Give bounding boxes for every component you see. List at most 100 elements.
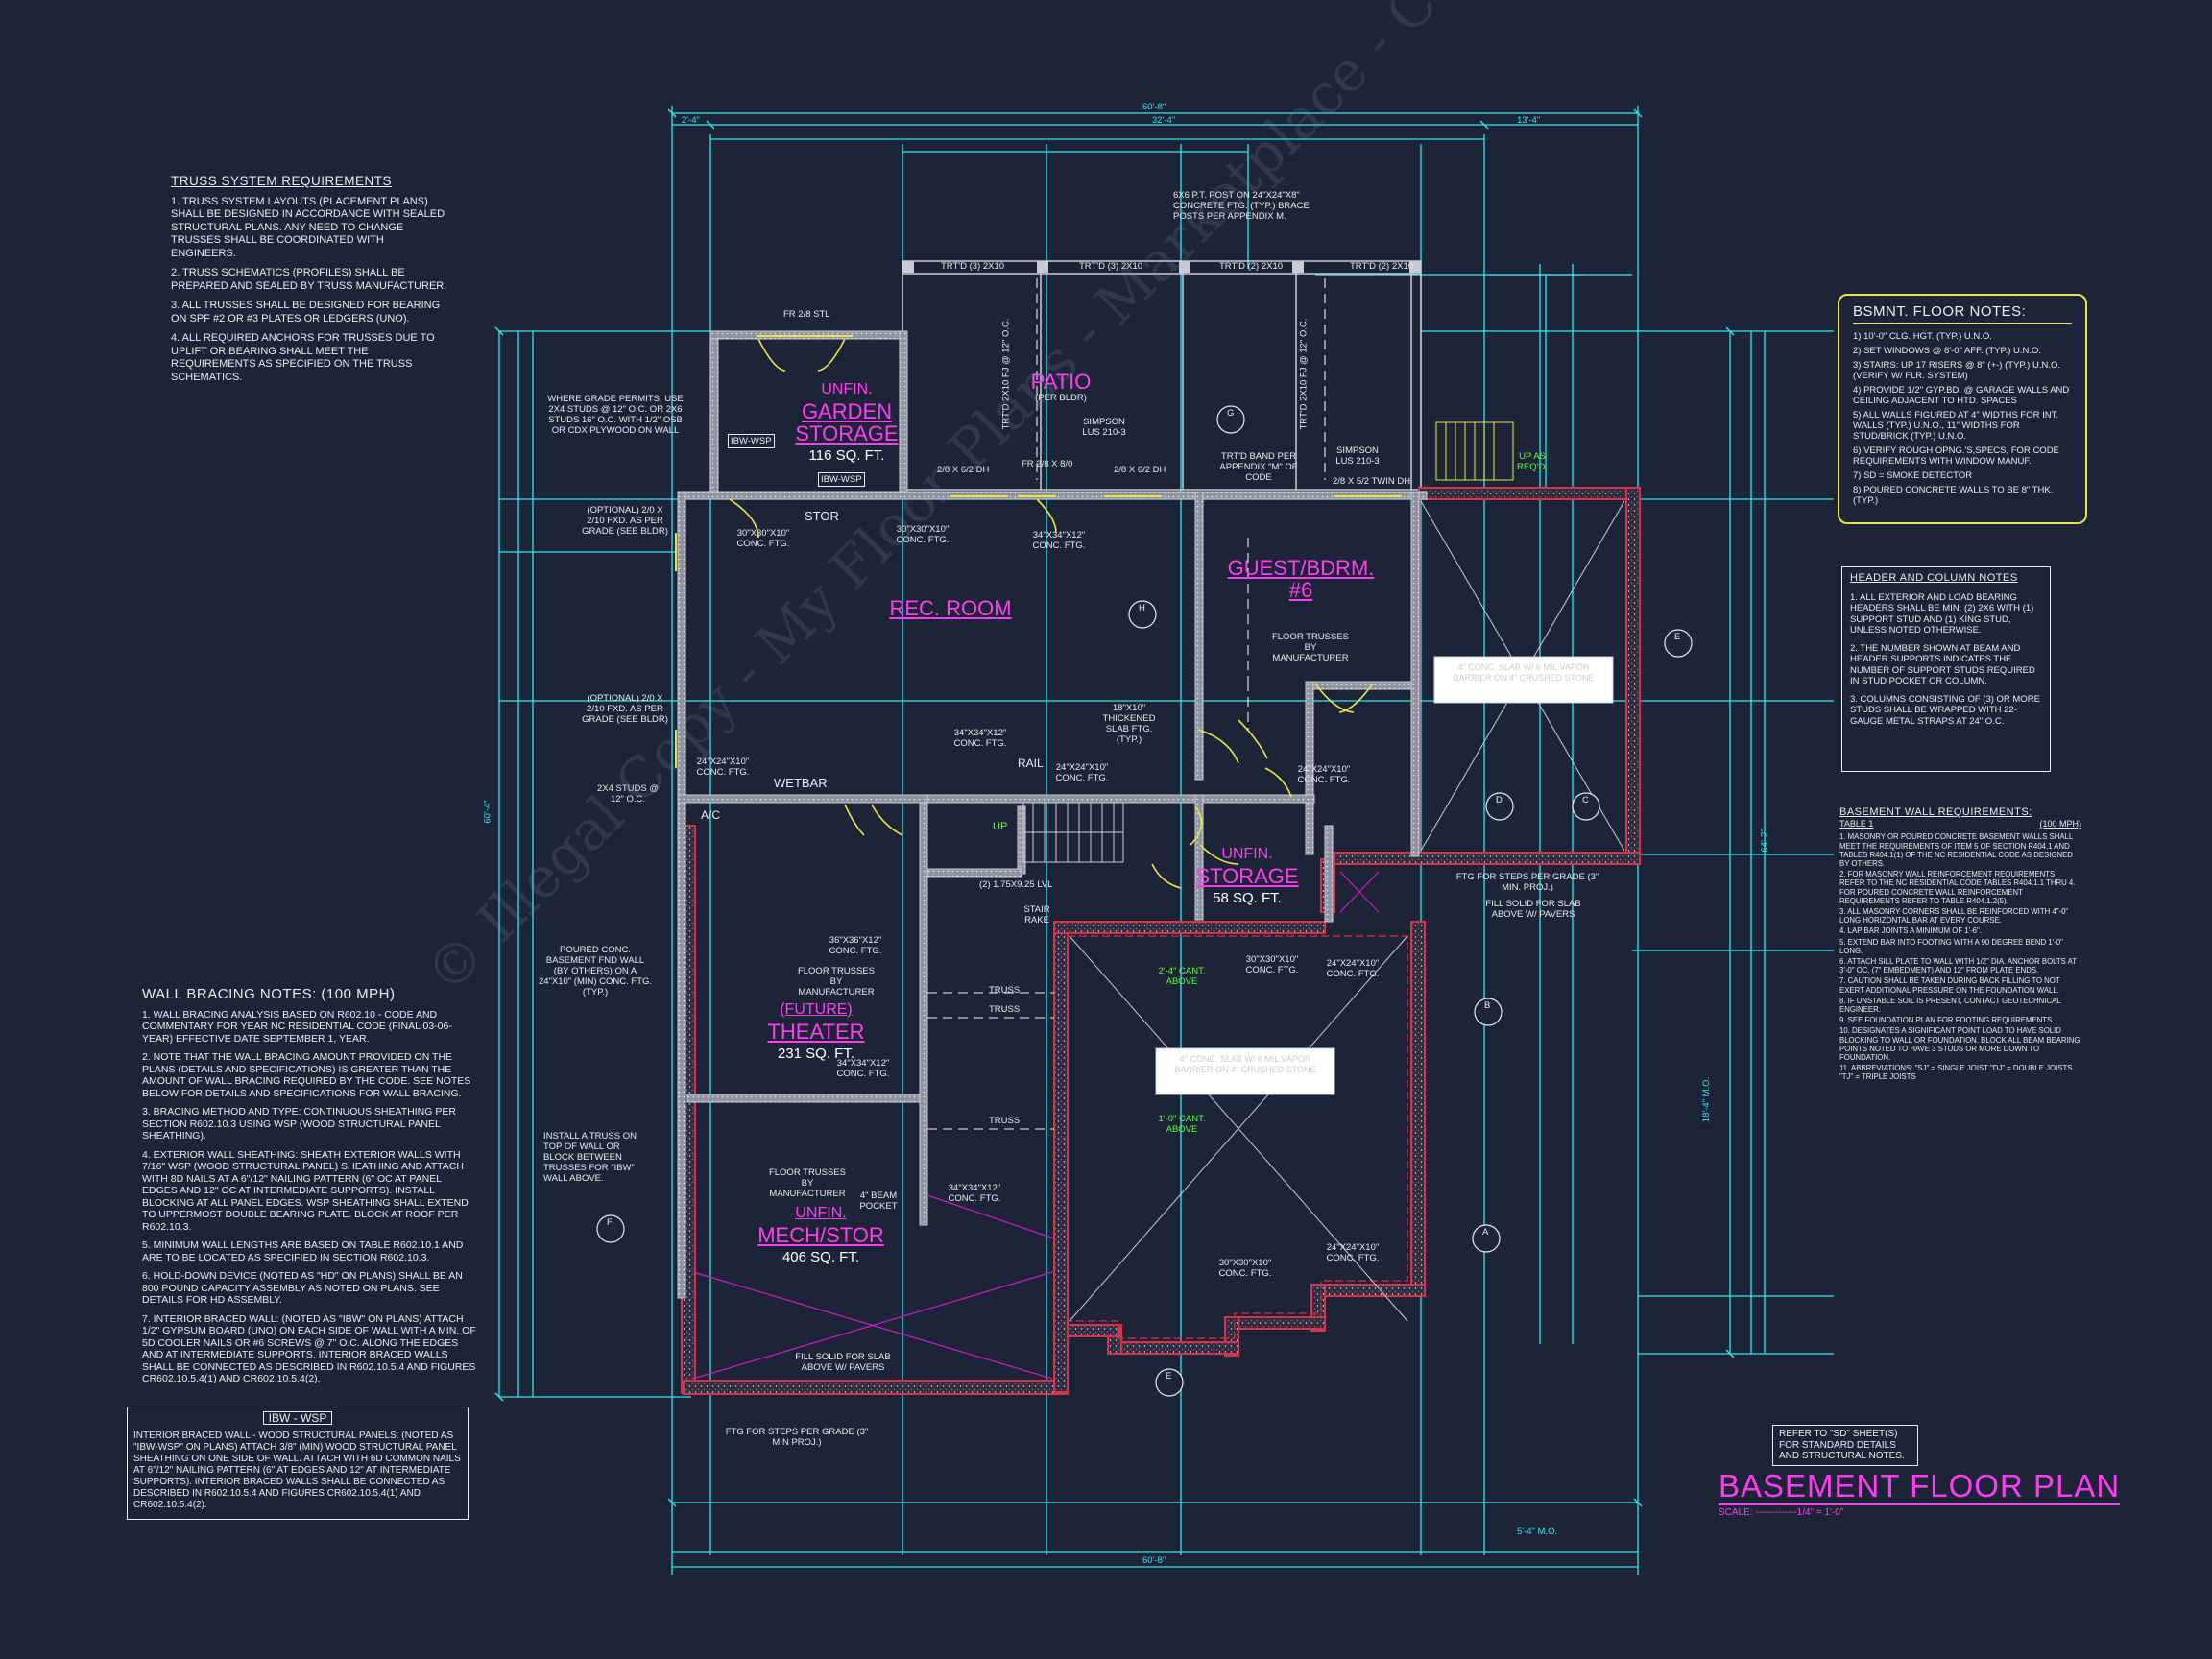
label-ftg-34-a: 34"x34"x12" CONC. FTG. <box>1032 530 1086 551</box>
label-floor-trusses-guest: FLOOR TRUSSES BY MANUFACTURER <box>1271 632 1350 663</box>
label-dh-b: 2/8 x 6/2 DH <box>1114 465 1166 475</box>
header-notes-heading: HEADER AND COLUMN NOTES <box>1850 572 2018 584</box>
label-twin-dh: 2/8 x 5/2 TWIN DH <box>1333 476 1411 487</box>
basement-wall-note-9: 9. SEE FOUNDATION PLAN FOR FOOTING REQUI… <box>1839 1016 2055 1025</box>
bsmt-note-3: 3) STAIRS: UP 17 RISERS @ 8" (+-) (TYP.)… <box>1853 359 2060 381</box>
truss-notes: TRUSS SYSTEM REQUIREMENTS 1. TRUSS SYSTE… <box>171 175 449 391</box>
rec-room-label: REC. ROOM <box>889 596 1012 620</box>
section-marker-g: G <box>1227 408 1235 419</box>
basement-wall-note-6: 6. ATTACH SILL PLATE TO WALL WITH 1/2" D… <box>1839 957 2077 975</box>
room-garden-storage: UNFIN. GARDEN STORAGE 116 SQ. FT. <box>780 378 914 467</box>
guest-bdrm-label: GUEST/BDRM. #6 <box>1227 556 1375 602</box>
bsmt-note-1: 1) 10'-0" CLG. HGT. (TYP.) U.N.O. <box>1853 330 1992 342</box>
room-mech: UNFIN. MECH/STOR 406 SQ. FT. <box>749 1202 893 1268</box>
ibw-wsp-tag: IBW - WSP <box>263 1411 332 1425</box>
label-ftg-steps-bottom: FTG FOR STEPS PER GRADE (3" MIN PROJ.) <box>725 1427 869 1448</box>
label-fr-8: FR 2/8 x 8/0 <box>1022 459 1073 469</box>
mech-unfin-label: UNFIN. <box>795 1205 847 1221</box>
patio-label: PATIO <box>1030 370 1092 394</box>
bsmt-note-7: 7) SD = SMOKE DETECTOR <box>1853 469 1973 481</box>
wall-bracing-note-5: 5. MINIMUM WALL LENGTHS ARE BASED ON TAB… <box>142 1239 464 1263</box>
dim-top-right: 13'-4" <box>1517 115 1541 126</box>
exterior-stair <box>1435 421 1514 481</box>
label-ftg-steps-right: FTG FOR STEPS PER GRADE (3" MIN. PROJ.) <box>1455 872 1599 893</box>
label-truss-2: TRUSS <box>989 1004 1021 1015</box>
section-marker-d: D <box>1496 795 1503 805</box>
storage-area: 58 SQ. FT. <box>1213 890 1282 906</box>
label-ftg-24-a: 24"x24"x10" CONC. FTG. <box>696 757 750 778</box>
wall-bracing-note-6: 6. HOLD-DOWN DEVICE (NOTED AS "HD" ON PL… <box>142 1270 463 1306</box>
bsmt-floor-notes: BSMNT. FLOOR NOTES: 1) 10'-0" CLG. HGT. … <box>1838 294 2087 524</box>
label-fill-slab-right: FILL SOLID FOR SLAB ABOVE W/ PAVERS <box>1485 899 1581 920</box>
wall-bracing-note-2: 2. NOTE THAT THE WALL BRACING AMOUNT PRO… <box>142 1051 471 1099</box>
label-cant-1: 1'-0" CANT. ABOVE <box>1158 1114 1206 1135</box>
label-install-truss: INSTALL A TRUSS ON TOP OF WALL OR BLOCK … <box>543 1131 637 1184</box>
truss-note-4: 4. ALL REQUIRED ANCHORS FOR TRUSSES DUE … <box>171 332 435 383</box>
truss-notes-heading: TRUSS SYSTEM REQUIREMENTS <box>171 174 393 188</box>
label-optional-window-1: (OPTIONAL) 2/0 x 2/10 FXD. AS PER GRADE … <box>582 505 668 537</box>
basement-wall-note-8: 8. IF UNSTABLE SOIL IS PRESENT, CONTACT … <box>1839 996 2061 1015</box>
label-trtd-3-a: TRT'D (3) 2x10 <box>941 261 1005 272</box>
label-ftg-36: 36"x36"x12" CONC. FTG. <box>829 935 882 956</box>
open-area-diagonals <box>1069 500 1625 1322</box>
truss-note-2: 2. TRUSS SCHEMATICS (PROFILES) SHALL BE … <box>171 267 447 292</box>
label-ftg-24-b: 24"x24"x10" CONC. FTG. <box>1055 762 1109 783</box>
label-slab-box-2: 4" CONC. SLAB W/ 6 MIL VAPOR BARRIER ON … <box>1174 1054 1316 1074</box>
label-trtd-2-a: TRT'D (2) 2x10 <box>1219 261 1284 272</box>
label-optional-window-2: (OPTIONAL) 2/0 x 2/10 FXD. AS PER GRADE … <box>582 693 668 725</box>
foundation-slab-outline <box>1067 935 1408 1339</box>
dim-bottom-overall: 60'-8" <box>1142 1555 1166 1566</box>
label-trtd-2-b: TRT'D (2) 2x10 <box>1350 261 1414 272</box>
label-ibw-wsp-b: IBW-WSP <box>818 472 865 487</box>
label-truss-3: TRUSS <box>989 1116 1021 1126</box>
mech-area: 406 SQ. FT. <box>781 1249 860 1265</box>
label-wetbar: WETBAR <box>774 776 828 790</box>
dimension-ticks <box>494 108 1735 1507</box>
label-beam-pocket: 4" BEAM POCKET <box>859 1190 898 1212</box>
room-storage: UNFIN. STORAGE 58 SQ. FT. <box>1194 843 1300 909</box>
label-ibw-wsp-a: IBW-WSP <box>728 434 775 448</box>
basement-wall-note-3: 3. ALL MASONRY CORNERS SHALL BE REINFORC… <box>1839 907 2069 926</box>
basement-wall-note-1: 1. MASONRY OR POURED CONCRETE BASEMENT W… <box>1839 832 2073 869</box>
header-note-3: 3. COLUMNS CONSISTING OF (3) OR MORE STU… <box>1850 693 2040 727</box>
header-column-notes: HEADER AND COLUMN NOTES 1. ALL EXTERIOR … <box>1841 566 2051 772</box>
truss-note-1: 1. TRUSS SYSTEM LAYOUTS (PLACEMENT PLANS… <box>171 195 445 259</box>
dim-top-overall: 60'-8" <box>1142 102 1166 112</box>
stair <box>1022 802 1124 863</box>
dim-bottom-mo: 5'-4" M.O. <box>1517 1527 1558 1537</box>
theater-area: 231 SQ. FT. <box>777 1046 855 1062</box>
storage-room-label: STORAGE <box>1195 864 1299 888</box>
label-grade-permits: WHERE GRADE PERMITS, USE 2x4 STUDS @ 12"… <box>547 394 684 436</box>
label-ftg-24-e: 24"x24"x10" CONC. FTG. <box>1326 1242 1380 1263</box>
label-dh-a: 2/8 x 6/2 DH <box>937 465 990 475</box>
label-truss-1: TRUSS <box>989 985 1021 996</box>
label-trtd-fj-b: TRT'D 2x10 FJ @ 12" O.C. <box>1298 318 1310 430</box>
label-ftg-30-c: 30"x30"x10" CONC. FTG. <box>1245 954 1299 975</box>
label-stor: STOR <box>805 509 839 523</box>
section-marker-e-bottom: E <box>1166 1371 1172 1382</box>
interior-walls <box>677 330 1428 1299</box>
dim-top-mid: 32'-4" <box>1152 115 1176 126</box>
label-ftg-30-d: 30"x30"x10" CONC. FTG. <box>1218 1258 1272 1279</box>
basement-wall-note-7: 7. CAUTION SHALL BE TAKEN DURING BACK FI… <box>1839 976 2060 995</box>
label-slab-box-1: 4" CONC. SLAB W/ 6 MIL VAPOR BARRIER ON … <box>1453 662 1595 683</box>
truss-note-3: 3. ALL TRUSSES SHALL BE DESIGNED FOR BEA… <box>171 300 441 325</box>
label-ftg-30-a: 30"x30"x10" CONC. FTG. <box>736 528 790 549</box>
garden-label: GARDEN <box>801 399 893 423</box>
dim-right-mo: 18'-4" M.O. <box>1701 1076 1713 1123</box>
garden-area: 116 SQ. FT. <box>808 447 885 464</box>
section-marker-h: H <box>1139 603 1145 613</box>
bsmt-note-5: 5) ALL WALLS FIGURED AT 4" WIDTHS FOR IN… <box>1853 409 2058 442</box>
drawing-title: BASEMENT FLOOR PLAN <box>1719 1468 2121 1505</box>
label-simpson-lus-2: SIMPSON LUS 210-3 <box>1335 445 1380 467</box>
door-swings <box>729 338 1374 889</box>
garden-unfin-label: UNFIN. <box>821 381 873 397</box>
dim-top-left: 2'-4" <box>682 115 700 126</box>
storage-label: STORAGE <box>795 421 899 445</box>
sd-reference-note: REFER TO "SD" SHEET(S) FOR STANDARD DETA… <box>1772 1425 1918 1466</box>
ibw-wsp-text: INTERIOR BRACED WALL - WOOD STRUCTURAL P… <box>133 1431 461 1510</box>
label-fr-stl: FR 2/8 STL <box>783 309 830 320</box>
dim-right-overall: 64'-2" <box>1759 829 1770 853</box>
basement-wall-note-2: 2. FOR MASONRY WALL REINFORCEMENT REQUIR… <box>1839 870 2076 905</box>
label-floor-trusses-mech: FLOOR TRUSSES BY MANUFACTURER <box>768 1167 847 1199</box>
